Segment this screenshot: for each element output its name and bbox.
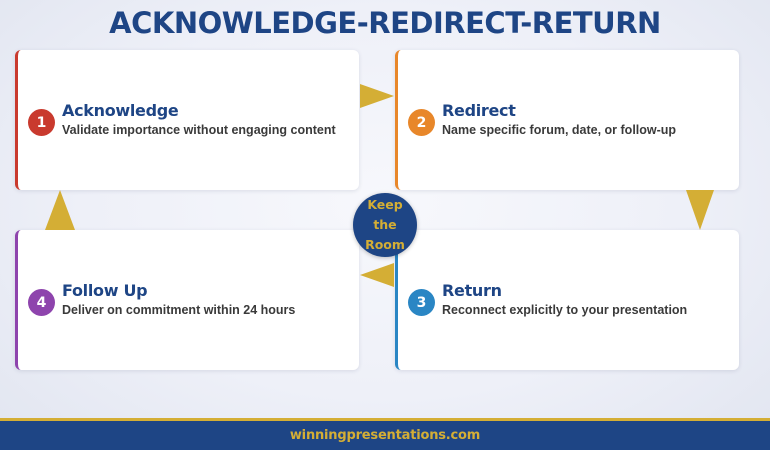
- arrow-right-icon: [360, 84, 394, 108]
- page-title: ACKNOWLEDGE-REDIRECT-RETURN: [109, 6, 661, 40]
- hub-text-line: Keep: [367, 197, 403, 212]
- hub-text-line: Room: [365, 237, 405, 252]
- step-card-return: 3 Return Reconnect explicitly to your pr…: [395, 230, 739, 370]
- arrow-left-icon: [360, 263, 394, 287]
- footer-website-link[interactable]: winningpresentations.com: [289, 428, 481, 443]
- step-heading: Follow Up: [62, 281, 148, 300]
- step-card-redirect: 2 Redirect Name specific forum, date, or…: [395, 50, 739, 190]
- step-card-acknowledge: 1 Acknowledge Validate importance withou…: [15, 50, 359, 190]
- step-card-follow-up: 4 Follow Up Deliver on commitment within…: [15, 230, 359, 370]
- step-number-badge: 3: [408, 289, 435, 316]
- step-description: Name specific forum, date, or follow-up: [442, 123, 677, 137]
- footer-bar: winningpresentations.com: [0, 418, 770, 450]
- step-number-badge: 4: [28, 289, 55, 316]
- hub-text-line: the: [373, 217, 397, 232]
- step-number-badge: 1: [28, 109, 55, 136]
- arrow-up-icon: [45, 190, 75, 230]
- step-heading: Redirect: [442, 101, 516, 120]
- step-number-badge: 2: [408, 109, 435, 136]
- arrow-down-icon: [686, 190, 714, 230]
- center-hub: Keep the Room: [353, 193, 417, 257]
- step-description: Deliver on commitment within 24 hours: [62, 303, 296, 317]
- step-description: Validate importance without engaging con…: [62, 123, 336, 137]
- step-heading: Return: [442, 281, 502, 300]
- step-description: Reconnect explicitly to your presentatio…: [442, 303, 688, 317]
- step-heading: Acknowledge: [62, 101, 179, 120]
